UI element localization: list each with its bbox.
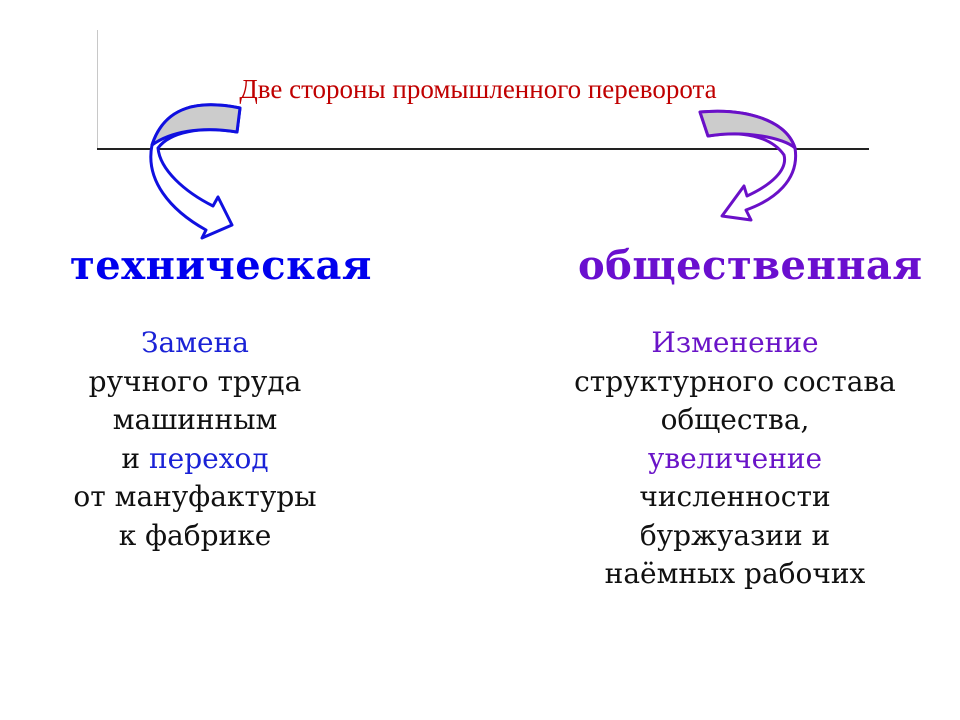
text-fragment: численности xyxy=(639,480,831,513)
text-fragment: к фабрике xyxy=(118,518,272,552)
text-line: общества, xyxy=(545,401,925,440)
accent-word: переход xyxy=(148,441,269,475)
text-line: машинным xyxy=(40,401,350,440)
text-line: Замена xyxy=(40,324,350,363)
curved-arrow-right-icon xyxy=(698,109,798,222)
vertical-divider xyxy=(97,30,98,150)
technical-description: Замена ручного труда машинным и переход … xyxy=(40,324,350,555)
text-fragment: буржуазии и xyxy=(639,518,831,552)
text-line: увеличение xyxy=(545,440,925,479)
text-line: от мануфактуры xyxy=(40,478,350,517)
heading-technical: техническая xyxy=(70,242,372,289)
accent-word: Изменение xyxy=(651,326,819,359)
text-fragment: и xyxy=(121,441,149,475)
text-fragment: от мануфактуры xyxy=(73,480,317,513)
text-line: Изменение xyxy=(545,324,925,363)
text-line: к фабрике xyxy=(40,517,350,556)
horizontal-divider xyxy=(97,148,869,150)
text-line: численности xyxy=(545,478,925,517)
heading-social: общественная xyxy=(578,242,923,289)
text-line: ручного труда xyxy=(40,363,350,402)
curved-arrow-left-icon xyxy=(149,103,242,240)
text-fragment: структурного состава xyxy=(574,364,896,398)
text-fragment: ручного труда xyxy=(88,364,302,398)
text-fragment: наёмных рабочих xyxy=(604,557,866,590)
text-line: структурного состава xyxy=(545,363,925,402)
accent-word: увеличение xyxy=(647,441,823,475)
text-fragment: машинным xyxy=(112,403,278,436)
text-line: и переход xyxy=(40,440,350,479)
text-line: буржуазии и xyxy=(545,517,925,556)
text-fragment: общества, xyxy=(660,403,810,436)
slide-title: Две стороны промышленного переворота xyxy=(0,74,960,105)
social-description: Изменение структурного состава общества,… xyxy=(545,324,925,594)
text-line: наёмных рабочих xyxy=(545,555,925,594)
slide-title-text: Две стороны промышленного переворота xyxy=(239,74,717,104)
accent-word: Замена xyxy=(141,326,249,359)
